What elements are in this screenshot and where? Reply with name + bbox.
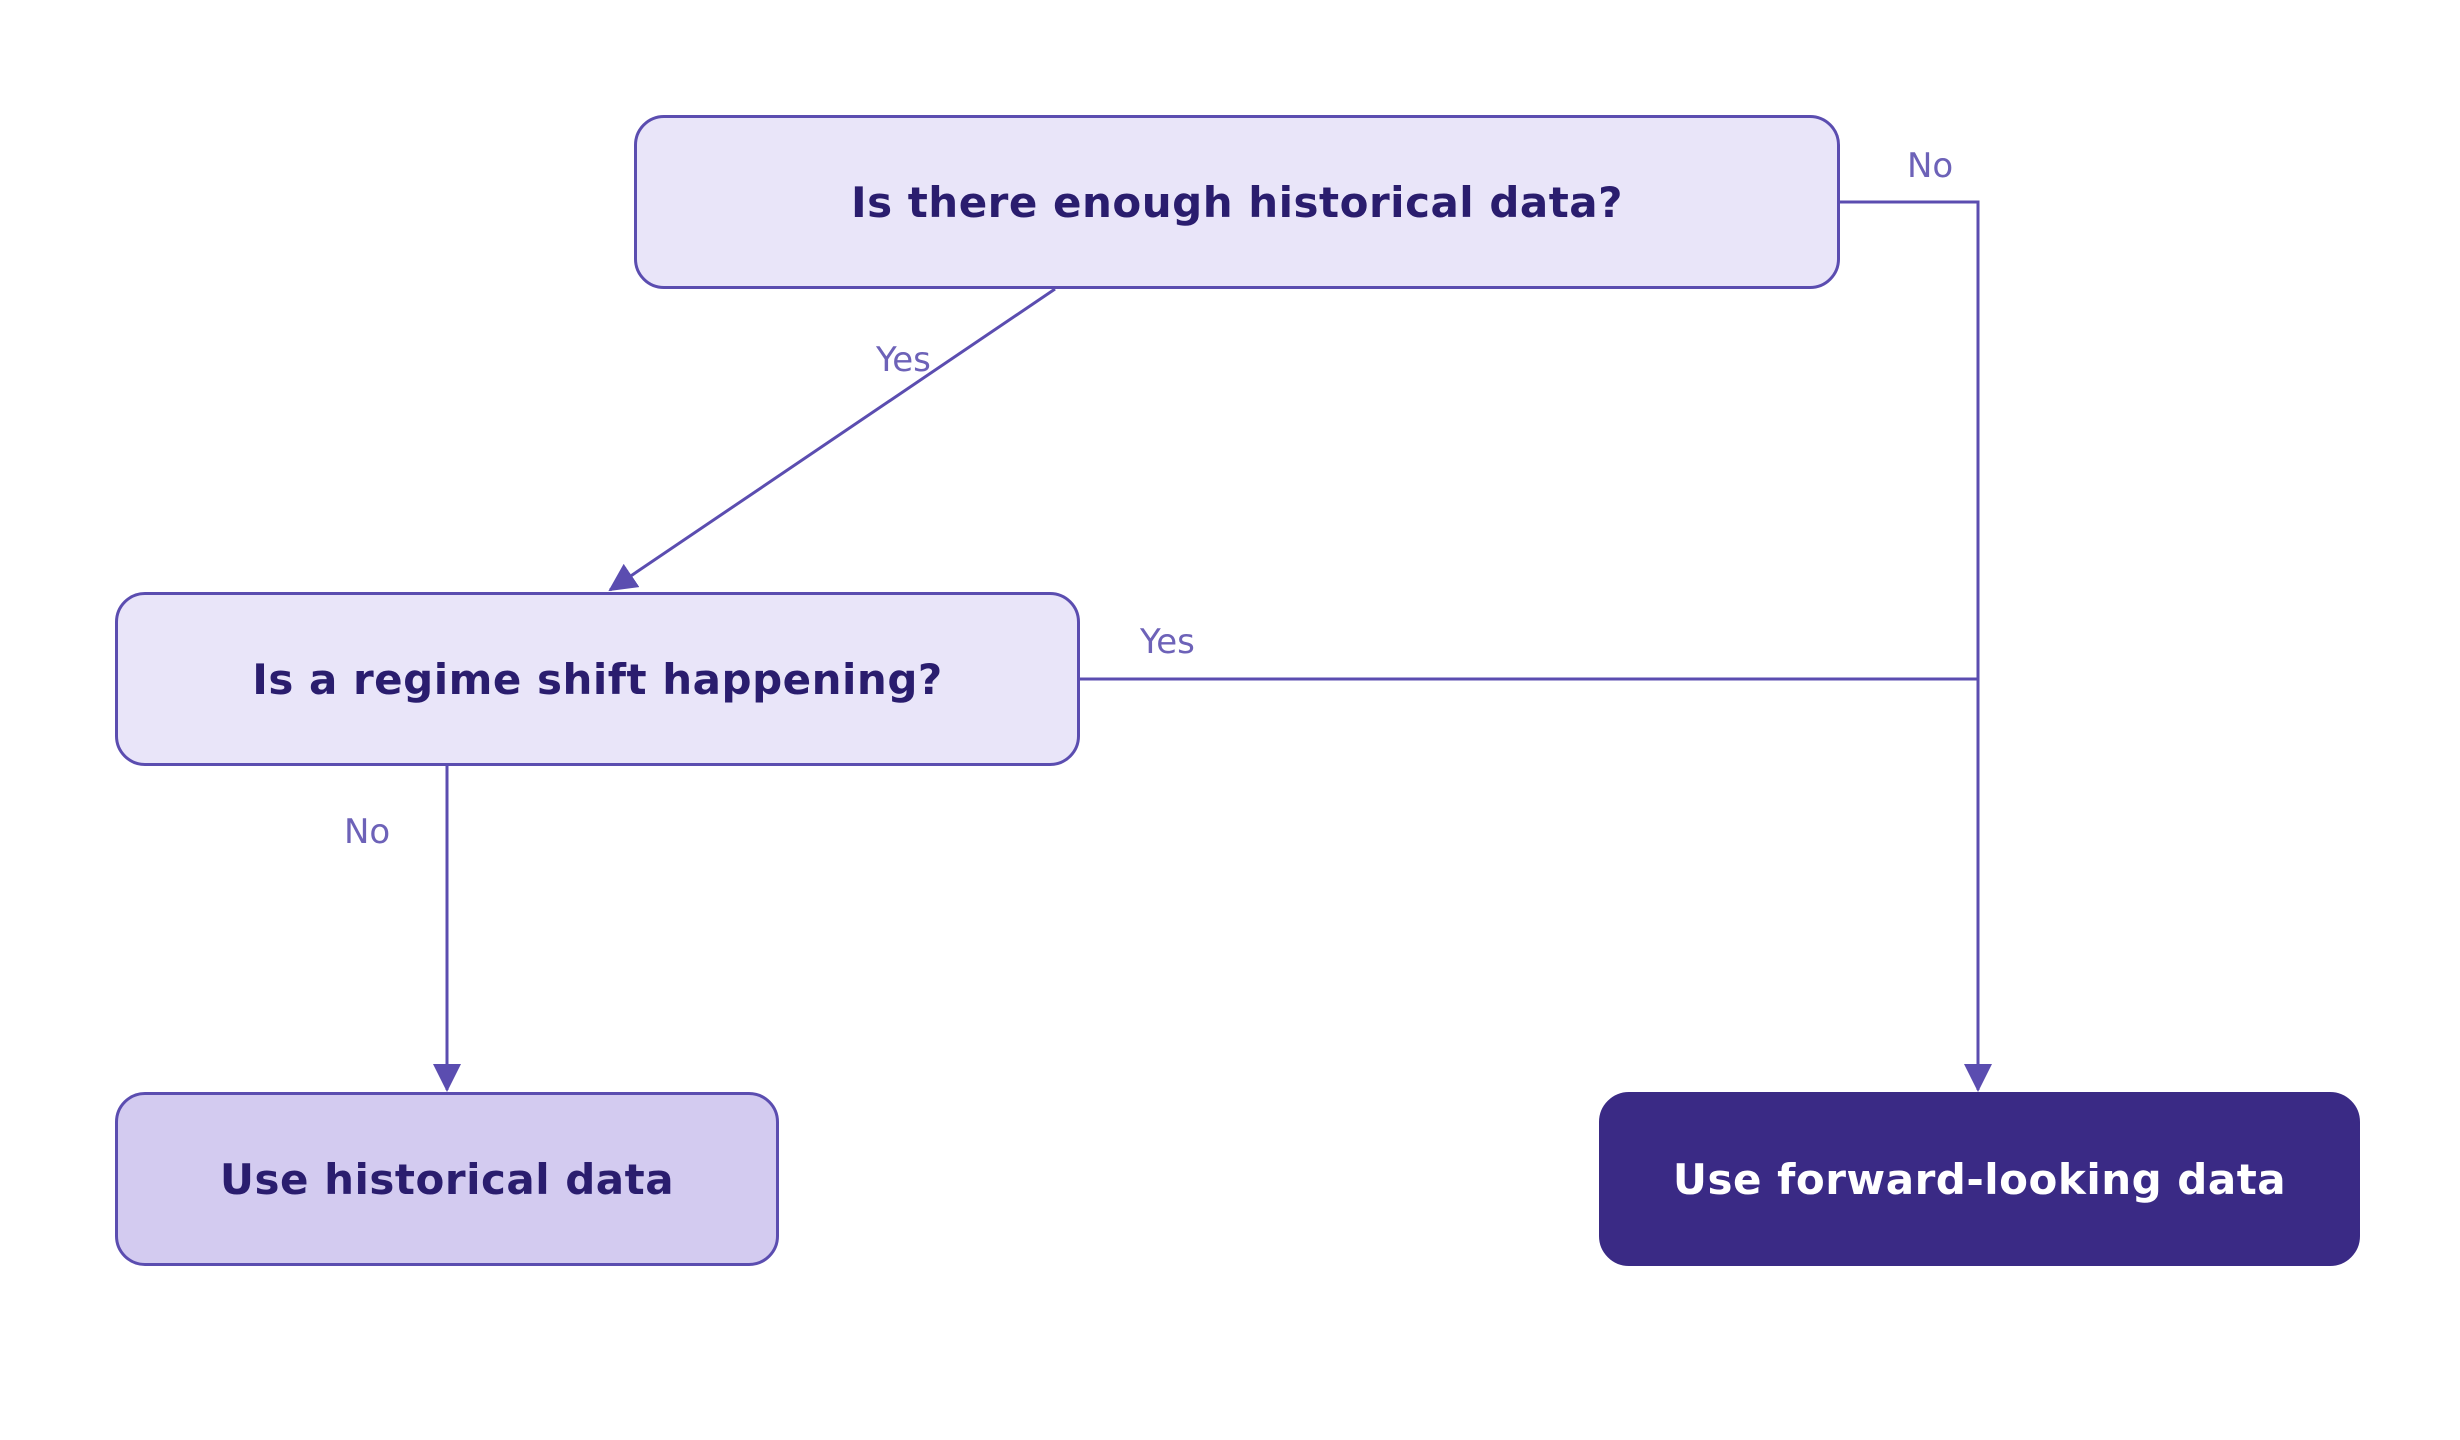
edge-q1-to-q2 xyxy=(608,287,1056,592)
outcome-node-label: Use historical data xyxy=(219,1154,675,1204)
decision-node-enough-history: Is there enough historical data? xyxy=(634,115,1840,289)
decision-node-label: Is there enough historical data? xyxy=(850,177,1624,227)
decision-node-regime-shift: Is a regime shift happening? xyxy=(115,592,1080,766)
outcome-node-forward-looking: Use forward-looking data xyxy=(1599,1092,2360,1266)
edge-label-q2-no: No xyxy=(344,812,391,852)
decision-node-label: Is a regime shift happening? xyxy=(252,654,943,704)
edge-label-q2-yes: Yes xyxy=(1140,622,1195,662)
edge-label-q1-no: No xyxy=(1907,146,1954,186)
outcome-node-historical: Use historical data xyxy=(115,1092,779,1266)
outcome-node-label: Use forward-looking data xyxy=(1672,1154,2287,1204)
edge-label-q1-yes: Yes xyxy=(876,340,931,380)
edge-q1-to-forward xyxy=(1840,200,1992,1092)
